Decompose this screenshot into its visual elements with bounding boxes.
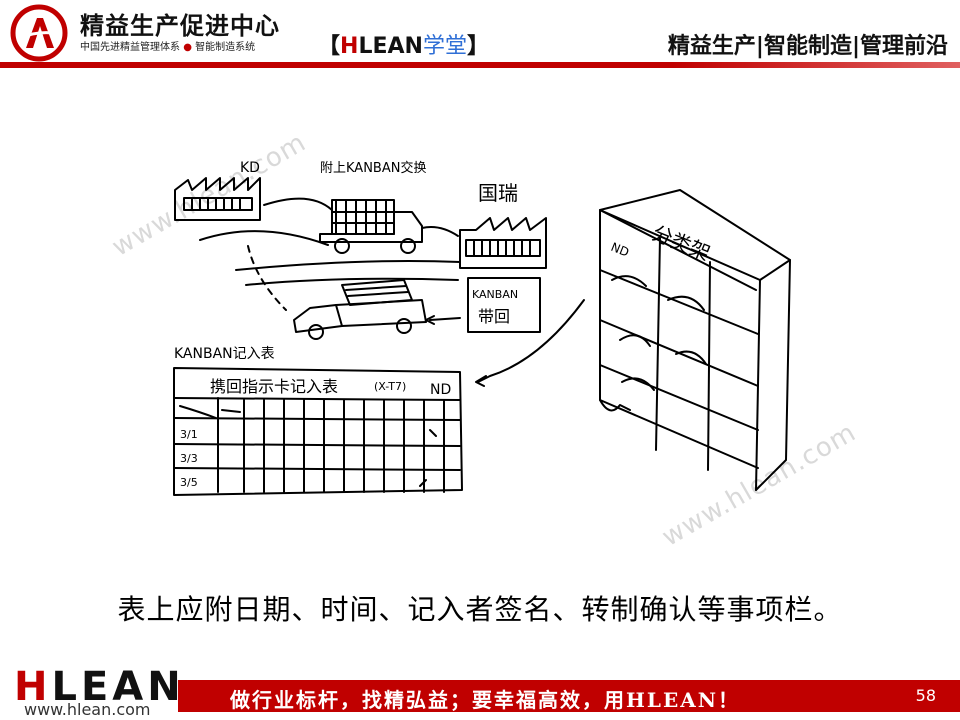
record-table-tag: (X-T7) [374, 380, 406, 393]
brand-name: 精益生产促进中心 [80, 12, 280, 40]
rack-label: 分类架 [649, 221, 714, 266]
sorting-rack-icon [599, 189, 791, 491]
academy-title: 【HLEAN学堂】 [318, 28, 489, 60]
record-row-date: 3/3 [180, 452, 198, 465]
footer-logo: HLEAN [14, 664, 185, 710]
kanban-return-label-2: 带回 [478, 307, 510, 326]
page-number: 58 [915, 686, 936, 705]
kanban-return-label-1: KANBAN [472, 288, 518, 301]
kanban-record-table [173, 367, 463, 496]
delivery-truck-icon [319, 199, 423, 254]
kd-factory-icon [174, 177, 261, 221]
slide-header: 精益生产促进中心 中国先进精益管理体系 ● 智能制造系统 【HLEAN学堂】 精… [0, 0, 960, 72]
brand-sub-dot: ● [183, 42, 192, 53]
footer-logo-lean: LEAN [51, 664, 185, 710]
brand-sub-lean: 中国先进精益管理体系 [80, 42, 180, 53]
header-divider [0, 62, 960, 68]
brand-subtitle: 中国先进精益管理体系 ● 智能制造系统 [80, 38, 255, 53]
academy-bracket-close: 】 [466, 34, 489, 59]
record-table-header: 携回指示卡记入表 [210, 377, 338, 396]
kanban-exchange-label: 附上KANBAN交换 [320, 160, 426, 176]
academy-h: H [340, 34, 359, 59]
footer-band [178, 680, 960, 712]
kd-label: KD [240, 160, 260, 176]
kanban-return-box [467, 277, 541, 333]
slide-caption: 表上应附日期、时间、记入者签名、转制确认等事项栏。 [117, 593, 843, 626]
record-row-date: 3/1 [180, 428, 198, 441]
footer-logo-h: H [14, 664, 52, 710]
destination-factory-icon [459, 217, 547, 269]
kanban-flow-sketch: KD 附上KANBAN交换 国瑞 KANBAN 带回 [173, 160, 791, 496]
brand-sub-smart: 智能制造系统 [195, 42, 256, 53]
academy-lean: LEAN [358, 34, 423, 59]
brand-logo-icon [10, 4, 68, 62]
return-truck-icon [293, 279, 427, 340]
flow-arrows [199, 197, 585, 387]
header-tagline: 精益生产|智能制造|管理前沿 [667, 34, 948, 59]
rack-nd-label: ND [609, 240, 631, 260]
footer-slogan: 做行业标杆，找精弘益；要幸福高效，用HLEAN！ [230, 688, 741, 712]
record-table-nd: ND [430, 382, 451, 398]
academy-bracket-open: 【 [318, 34, 341, 59]
academy-xuetang: 学堂 [422, 34, 467, 59]
record-row-date: 3/5 [180, 476, 198, 489]
kokuro-label: 国瑞 [478, 181, 518, 205]
footer-url[interactable]: www.hlean.com [24, 700, 151, 719]
record-table-title: KANBAN记入表 [174, 346, 275, 362]
